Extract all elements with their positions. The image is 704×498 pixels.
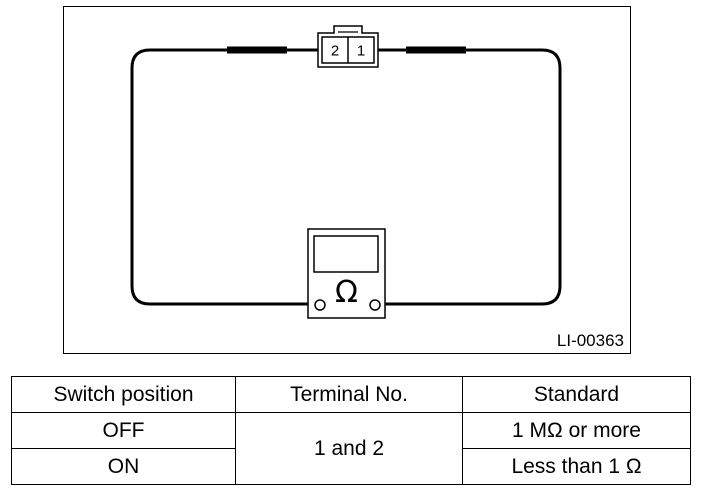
wire-sleeve-right xyxy=(406,46,466,54)
table-header-row: Switch position Terminal No. Standard xyxy=(11,376,691,413)
cell-standard: Less than 1 Ω xyxy=(462,448,691,485)
connector-terminal-label: 2 xyxy=(331,43,339,60)
table-row: OFF 1 and 2 1 MΩ or more xyxy=(11,412,691,485)
figure-frame xyxy=(63,6,631,354)
cell-switch-position: ON xyxy=(11,448,236,485)
switch-connector: 2 1 xyxy=(317,25,379,68)
meter-terminal-right xyxy=(369,299,381,311)
connector-terminal-label: 1 xyxy=(357,43,365,60)
header-terminal-no: Terminal No. xyxy=(235,376,463,413)
cell-switch-position: OFF xyxy=(11,412,236,449)
cell-terminal-no: 1 and 2 xyxy=(235,412,463,485)
circuit-diagram: 2 1 Ω LI-00363 xyxy=(63,6,631,354)
specification-table: Switch position Terminal No. Standard OF… xyxy=(11,376,691,485)
wire-sleeve-left xyxy=(227,46,287,54)
table-row: ON Less than 1 Ω xyxy=(11,448,691,485)
wire-loop xyxy=(130,48,562,306)
ohm-symbol: Ω xyxy=(335,275,358,310)
meter-terminal-left xyxy=(314,299,326,311)
ohmmeter: Ω xyxy=(307,228,386,319)
figure-code: LI-00363 xyxy=(557,331,624,350)
header-switch-position: Switch position xyxy=(11,376,236,413)
header-standard: Standard xyxy=(462,376,691,413)
meter-display xyxy=(313,235,379,273)
cell-standard: 1 MΩ or more xyxy=(462,412,691,449)
